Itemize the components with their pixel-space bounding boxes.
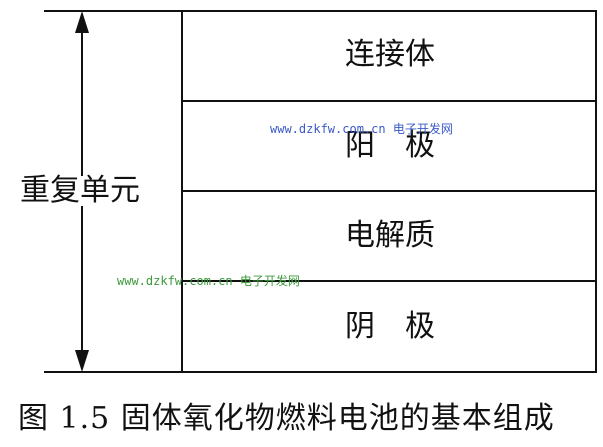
watermark-text: www.dzkfw.com.cn 电子开发网	[117, 274, 300, 288]
layer-divider	[181, 100, 597, 102]
arrow-down-icon	[75, 350, 89, 372]
layer-label-electrolyte: 电解质	[345, 218, 435, 253]
repeat-unit-label: 重复单元	[18, 173, 142, 208]
layer-label-interconnect: 连接体	[345, 37, 435, 72]
stack-top-border	[44, 10, 597, 12]
layer-divider	[181, 190, 597, 192]
watermark-text: www.dzkfw.com.cn 电子开发网	[270, 122, 453, 136]
layer-divider	[181, 280, 597, 282]
stack-bottom-border	[44, 371, 597, 373]
arrow-up-icon	[75, 11, 89, 33]
layer-label-cathode: 阴 极	[345, 309, 435, 344]
layer-label-anode: 阳 极	[345, 128, 435, 163]
figure-caption: 图 1.5 固体氧化物燃料电池的基本组成	[18, 401, 555, 436]
